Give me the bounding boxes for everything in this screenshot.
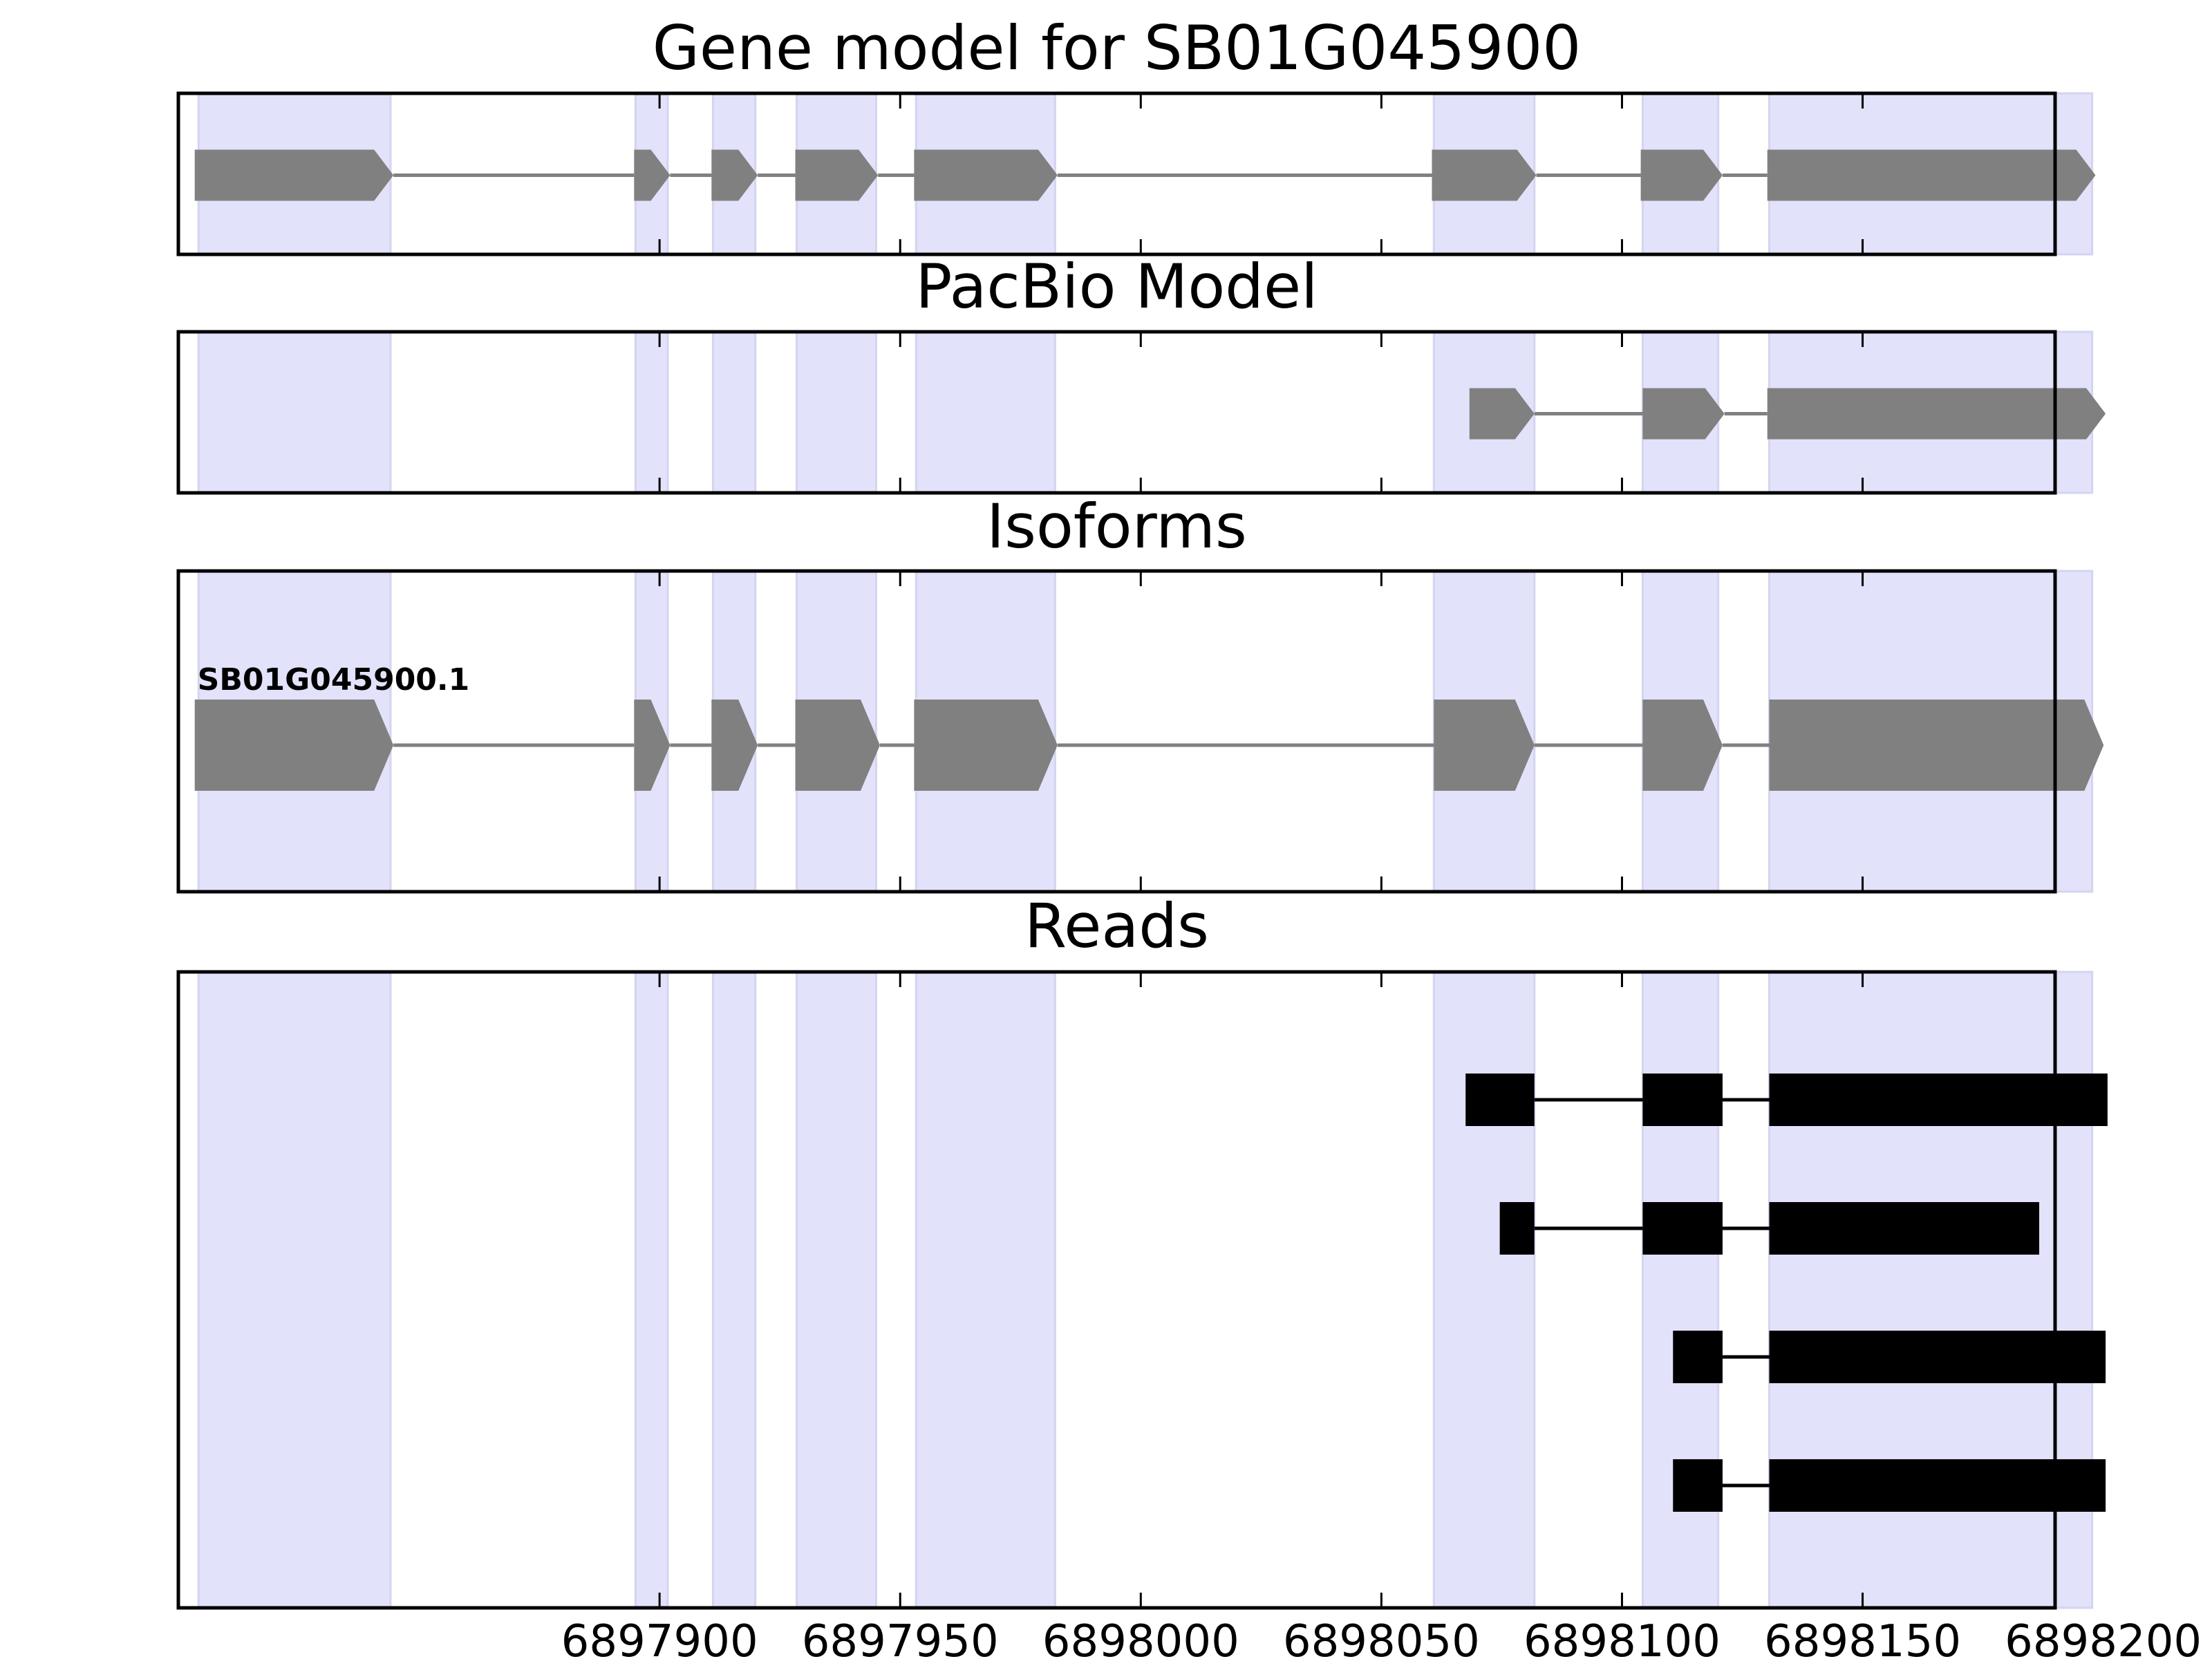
exon-block [1769, 1074, 2108, 1126]
exon-arrow [1432, 149, 1537, 201]
exon-region-band [1768, 971, 2094, 1609]
exon-arrow [634, 700, 671, 791]
x-tick-label: 6897900 [561, 1616, 758, 1659]
exon-region-band [634, 971, 669, 1609]
exon-region-band [634, 330, 669, 494]
isoform-label: SB01G045900.1 [198, 662, 470, 697]
panel-frame [176, 569, 2057, 894]
exon-arrow [1640, 149, 1723, 201]
exon-arrow [1767, 149, 2096, 201]
exon-arrow [711, 700, 758, 791]
exon-region-band [197, 971, 392, 1609]
panel-title: PacBio Model [915, 251, 1318, 322]
x-tick-label: 6897950 [802, 1616, 999, 1659]
exon-block [1769, 1459, 2106, 1512]
exon-region-band [1432, 971, 1536, 1609]
exon-region-band [915, 971, 1056, 1609]
panel-frame [176, 330, 2057, 495]
read-track [1465, 1074, 2108, 1126]
x-axis-tick-labels: 6897900 6897950 6898000 6898050 6898100 68981… [561, 1616, 2202, 1659]
exon-block [1769, 1331, 2106, 1383]
exon-block [1465, 1074, 1535, 1126]
exon-arrow [1469, 388, 1535, 440]
exon-arrow [795, 700, 880, 791]
exon-region-band [796, 330, 877, 494]
exon-region-band [915, 330, 1056, 494]
x-tick-label: 6898000 [1042, 1616, 1239, 1659]
read-track [1499, 1202, 2040, 1255]
x-tick-label: 6898050 [1283, 1616, 1480, 1659]
exon-block [1769, 1202, 2040, 1255]
exon-arrow [1434, 700, 1535, 791]
exon-arrow [1642, 388, 1725, 440]
x-tick-label: 6898150 [1764, 1616, 1961, 1659]
exon-arrow [1642, 700, 1723, 791]
exon-region-band [711, 971, 757, 1609]
panel-title: Reads [1024, 890, 1209, 962]
exon-arrow [634, 149, 671, 201]
exon-block [1642, 1202, 1723, 1255]
exon-arrow [914, 700, 1058, 791]
exon-block [1673, 1459, 1723, 1512]
exon-region-band [711, 330, 757, 494]
panel-title: Gene model for SB01G045900 [653, 12, 1582, 84]
exon-arrow [795, 149, 879, 201]
panel-gene: PacBio Model [176, 251, 2106, 495]
exon-region-band [796, 971, 877, 1609]
panel-reads: Reads [176, 890, 2108, 1610]
exon-arrow [914, 149, 1058, 201]
x-tick-label: 6898100 [1524, 1616, 1721, 1659]
read-track [1673, 1331, 2106, 1383]
panel-gene: Gene model for SB01G045900 [176, 12, 2096, 256]
panel-frame [176, 91, 2057, 256]
gene-feature [1469, 388, 2106, 440]
exon-block [1642, 1074, 1723, 1126]
gene-feature [194, 149, 2096, 201]
read-track [1673, 1459, 2106, 1512]
exon-arrow [194, 149, 394, 201]
exon-arrow [1767, 388, 2106, 440]
exon-arrow [1769, 700, 2104, 791]
panel-title: Isoforms [986, 491, 1247, 562]
panel-frame [176, 970, 2057, 1610]
gene-feature [194, 700, 2104, 791]
exon-block [1499, 1202, 1535, 1255]
exon-arrow [194, 700, 394, 791]
exon-region-band [1641, 971, 1720, 1609]
exon-block [1673, 1331, 1723, 1383]
exon-arrow [711, 149, 758, 201]
exon-region-band [197, 330, 392, 494]
x-tick-label: 6898200 [2005, 1616, 2202, 1659]
